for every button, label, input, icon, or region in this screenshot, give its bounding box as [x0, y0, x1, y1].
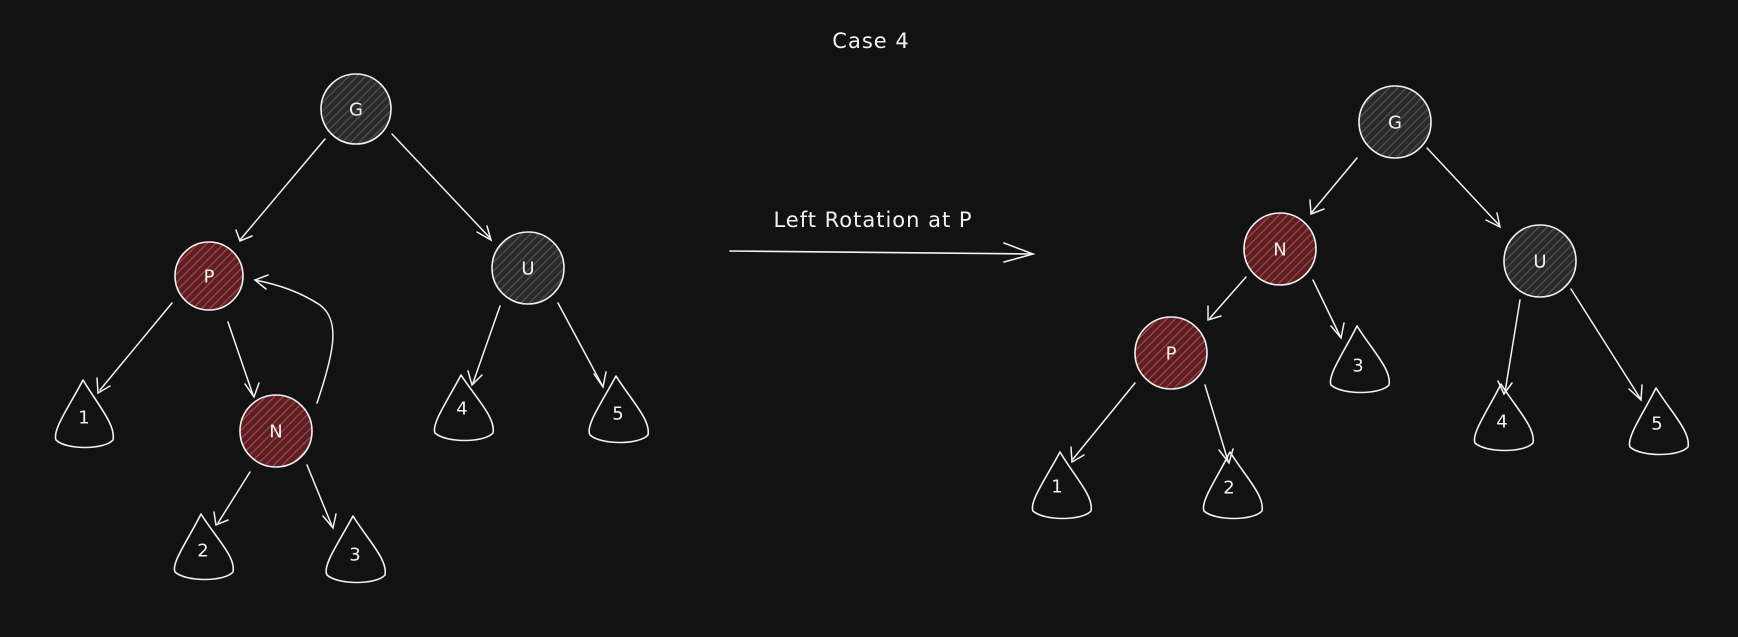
- edge-p-to-n: [227, 321, 254, 396]
- node-u-label: U: [521, 259, 534, 280]
- leaf-1: 1: [54, 379, 115, 449]
- node-g-after-label: G: [1388, 113, 1402, 134]
- node-g-label: G: [349, 100, 363, 121]
- before-tree: G P U N 1 2 3: [54, 73, 649, 584]
- edge-u-to-leaf-5: [1570, 288, 1641, 399]
- node-n-after-label: N: [1273, 240, 1286, 261]
- node-u-after-label: U: [1533, 252, 1546, 273]
- node-u: U: [491, 231, 565, 305]
- node-u-after: U: [1503, 224, 1577, 298]
- leaf-1-after: 1: [1031, 451, 1092, 520]
- edge-g-to-p: [239, 138, 326, 241]
- after-tree: G N U P 3 4 5: [1031, 85, 1689, 520]
- edge-n-to-p-rotation: [254, 279, 334, 404]
- leaf-4-after-label: 4: [1496, 412, 1507, 433]
- leaf-2-label: 2: [197, 541, 208, 562]
- node-g-after: G: [1358, 85, 1432, 159]
- edge-n-to-leaf-3: [1312, 279, 1341, 337]
- node-p-after: P: [1134, 316, 1208, 390]
- edge-u-to-leaf-5: [557, 302, 603, 386]
- leaf-3-after-label: 3: [1352, 356, 1363, 377]
- edge-g-to-u: [1426, 147, 1500, 226]
- node-g: G: [320, 73, 392, 145]
- edge-n-to-leaf-2: [217, 471, 251, 524]
- node-n: N: [239, 394, 313, 468]
- leaf-5: 5: [588, 375, 649, 444]
- node-p-label: P: [204, 267, 215, 288]
- leaf-5-label: 5: [612, 404, 623, 425]
- edge-u-to-leaf-4: [1504, 299, 1521, 393]
- rotation-transition: Left Rotation at P: [729, 208, 1036, 263]
- leaf-2-after-label: 2: [1223, 478, 1234, 499]
- node-n-label: N: [269, 422, 282, 443]
- edge-p-to-leaf-1: [1072, 382, 1136, 460]
- operation-label: Left Rotation at P: [773, 208, 972, 232]
- leaf-3: 3: [325, 515, 386, 584]
- edge-n-to-p: [1209, 276, 1247, 319]
- edge-g-to-n: [1311, 157, 1358, 213]
- edge-p-to-leaf-2: [1204, 384, 1229, 462]
- edge-n-to-leaf-3: [306, 464, 333, 527]
- edge-g-to-u: [391, 133, 491, 239]
- transition-arrow: [729, 250, 1033, 255]
- node-p-after-label: P: [1166, 344, 1177, 365]
- diagram-title: Case 4: [832, 29, 909, 53]
- leaf-3-label: 3: [349, 545, 360, 566]
- leaf-3-after: 3: [1329, 325, 1390, 394]
- node-n-after: N: [1243, 212, 1317, 286]
- leaf-4: 4: [433, 374, 494, 442]
- edge-u-to-leaf-4: [472, 305, 501, 384]
- leaf-5-after-label: 5: [1651, 414, 1662, 435]
- leaf-4-after: 4: [1473, 383, 1534, 452]
- leaf-4-label: 4: [456, 399, 467, 420]
- edge-p-to-leaf-1: [99, 302, 173, 391]
- node-p: P: [174, 241, 244, 311]
- leaf-2: 2: [173, 513, 234, 581]
- leaf-1-after-label: 1: [1051, 477, 1062, 498]
- leaf-5-after: 5: [1628, 387, 1689, 456]
- leaf-2-after: 2: [1202, 451, 1263, 520]
- leaf-1-label: 1: [78, 408, 89, 429]
